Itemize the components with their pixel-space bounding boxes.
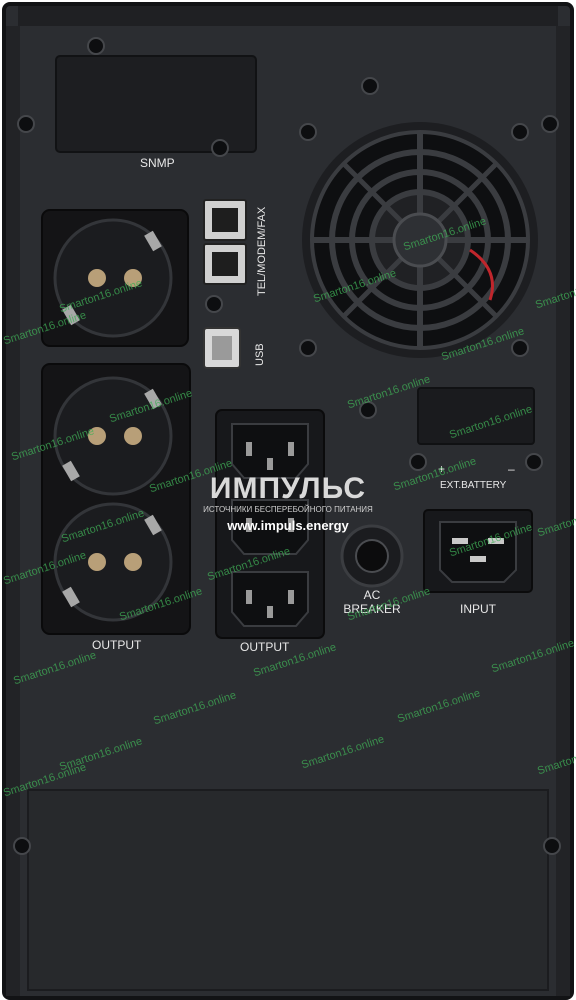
schuko-outlet-1[interactable] [41, 209, 189, 347]
battery-minus-label: – [508, 462, 515, 476]
chassis-right-edge [556, 26, 570, 996]
ext-battery-label: EXT.BATTERY [440, 480, 507, 491]
iec-c13-outlet-2[interactable] [231, 499, 309, 555]
breaker-label: BREAKER [343, 602, 401, 616]
input-label: INPUT [460, 602, 496, 616]
chassis-left-edge [6, 26, 20, 996]
output-left-label: OUTPUT [92, 638, 142, 652]
snmp-label: SNMP [140, 156, 175, 170]
usb-label: USB [254, 343, 266, 366]
ac-input-socket[interactable] [423, 509, 533, 593]
snmp-slot-cover[interactable] [55, 55, 257, 153]
schuko-outlet-2[interactable] [53, 376, 173, 496]
brand-name: ИМПУЛЬС [209, 472, 367, 505]
battery-plus-label: + [438, 462, 446, 476]
chassis-top-edge [18, 6, 558, 26]
schuko-outlet-3[interactable] [53, 502, 173, 622]
tel-modem-fax-label: TEL/MODEM/FAX [256, 206, 268, 296]
brand-tagline: ИСТОЧНИКИ БЕСПЕРЕБОЙНОГО ПИТАНИЯ [203, 505, 373, 514]
output-center-label: OUTPUT [240, 640, 290, 654]
ac-label: AC [363, 588, 381, 602]
iec-c13-outlet-1[interactable] [231, 423, 309, 479]
cooling-fan [302, 122, 538, 358]
bottom-plate [27, 789, 549, 991]
ac-breaker-button[interactable] [340, 524, 404, 588]
iec-c13-outlet-3[interactable] [231, 571, 309, 627]
brand-website: www.impuls.energy [227, 518, 349, 533]
screws [13, 37, 561, 855]
ext-battery-connector[interactable] [417, 387, 535, 445]
